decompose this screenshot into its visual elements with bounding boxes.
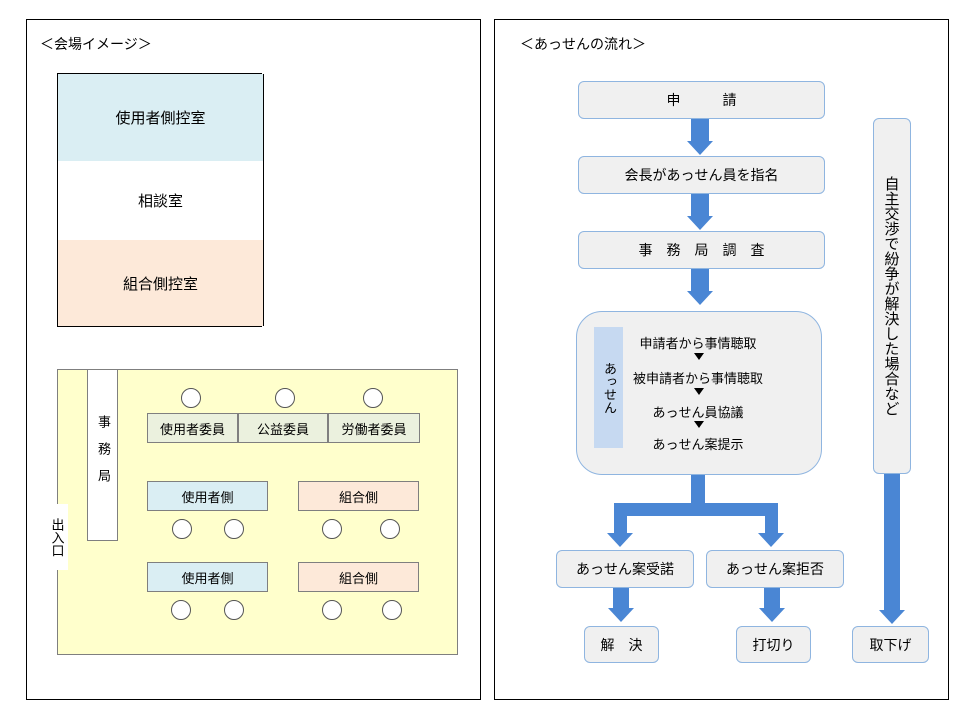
resolved-box: 解 決	[584, 626, 659, 663]
committee-seat	[363, 388, 383, 408]
union-seat	[322, 600, 342, 620]
small-arrow-down-icon	[694, 353, 704, 360]
withdrawal-label: 取下げ	[869, 637, 912, 654]
union-seat	[382, 600, 402, 620]
union-waiting-room-label: 組合側控室	[122, 274, 198, 293]
employer-side-table: 使用者側	[147, 562, 268, 592]
terminated-box: 打切り	[736, 626, 811, 663]
arrow-down-icon	[687, 216, 713, 230]
employer-seat	[224, 600, 244, 620]
public-member-table: 公益委員	[238, 413, 328, 443]
consultation-room: 相談室	[57, 161, 264, 241]
accept-proposal-box: あっせん案受諾	[556, 550, 694, 588]
worker-member-table: 労働者委員	[328, 413, 420, 443]
resolved-label: 解 決	[600, 637, 643, 654]
public-member-label: 公益委員	[256, 422, 309, 438]
reject-proposal-box: あっせん案拒否	[706, 550, 844, 588]
employer-waiting-room: 使用者側控室	[57, 74, 264, 162]
arrow-down-icon	[607, 533, 633, 547]
consultation-room-label: 相談室	[137, 192, 183, 210]
venue-title: ＜会場イメージ＞	[40, 37, 152, 53]
employer-seat	[224, 519, 244, 539]
office-label: 事務局	[95, 414, 110, 496]
union-side-table: 組合側	[298, 562, 419, 592]
branch-left-shaft	[614, 503, 627, 533]
appoint-mediator-label: 会長があっせん員を指名	[624, 168, 779, 184]
arrow-down-icon	[687, 291, 713, 305]
employer-member-table: 使用者委員	[147, 413, 238, 443]
employer-member-label: 使用者委員	[159, 422, 225, 438]
branch-right-shaft	[765, 503, 778, 533]
arrow-down-icon	[879, 610, 905, 624]
self-negotiation-label: 自主交渉で紛争が解決した場合など	[882, 176, 901, 416]
office-desk: 事務局	[87, 369, 118, 541]
arrow-down-icon	[758, 533, 784, 547]
arrow-shaft	[691, 119, 709, 141]
appoint-mediator-box: 会長があっせん員を指名	[578, 156, 825, 194]
self-negotiation-box: 自主交渉で紛争が解決した場合など	[873, 118, 911, 474]
branch-bar	[614, 503, 778, 516]
accept-proposal-label: あっせん案受諾	[576, 562, 674, 578]
employer-waiting-room-label: 使用者側控室	[115, 109, 206, 127]
employer-seat	[172, 519, 192, 539]
application-box: 申 請	[578, 81, 825, 119]
small-arrow-down-icon	[694, 388, 704, 395]
worker-member-label: 労働者委員	[341, 422, 407, 438]
union-side-label: 組合側	[338, 571, 378, 587]
committee-seat	[181, 388, 201, 408]
employer-side-table: 使用者側	[147, 481, 268, 511]
arrow-shaft	[764, 588, 780, 608]
arrow-down-icon	[759, 608, 785, 622]
mediation-tag: あっせん	[594, 327, 623, 448]
employer-seat	[171, 600, 191, 620]
mediation-tag-label: あっせん	[601, 361, 616, 414]
mediation-step: 申請者から事情聴取	[639, 337, 757, 352]
mediation-step: あっせん案提示	[652, 438, 744, 453]
employer-side-label: 使用者側	[181, 490, 234, 506]
withdrawal-box: 取下げ	[852, 626, 929, 663]
terminated-label: 打切り	[752, 637, 795, 654]
arrow-shaft	[691, 269, 709, 291]
union-seat	[380, 519, 400, 539]
reject-proposal-label: あっせん案拒否	[726, 562, 824, 578]
arrow-down-icon	[608, 608, 634, 622]
arrow-shaft	[884, 474, 900, 610]
secretariat-investigation-label: 事 務 局 調 査	[638, 243, 765, 259]
secretariat-investigation-box: 事 務 局 調 査	[578, 231, 825, 269]
entrance-label: 出入口	[48, 517, 64, 557]
mediation-step: あっせん員協議	[652, 406, 744, 421]
union-seat	[322, 519, 342, 539]
arrow-down-icon	[687, 141, 713, 155]
arrow-shaft	[691, 194, 709, 216]
branch-stem	[691, 475, 705, 505]
union-waiting-room: 組合側控室	[57, 240, 264, 326]
rooms-block: 使用者側控室 相談室 組合側控室	[57, 73, 264, 327]
entrance: 出入口	[44, 504, 68, 570]
union-side-label: 組合側	[338, 490, 378, 506]
small-arrow-down-icon	[694, 421, 704, 428]
application-label: 申 請	[666, 93, 737, 109]
arrow-shaft	[613, 588, 629, 608]
employer-side-label: 使用者側	[181, 571, 234, 587]
committee-seat	[275, 388, 295, 408]
flow-title: ＜あっせんの流れ＞	[520, 37, 646, 53]
union-side-table: 組合側	[298, 481, 419, 511]
mediation-step: 被申請者から事情聴取	[632, 372, 763, 387]
